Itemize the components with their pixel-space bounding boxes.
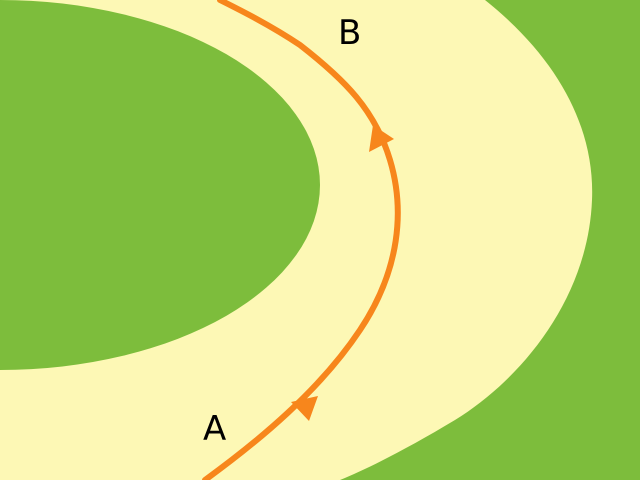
inner-island	[0, 0, 320, 370]
direction-arrow-upper	[369, 125, 394, 152]
route-line	[202, 0, 401, 480]
direction-arrow-lower	[291, 396, 318, 421]
label-a: A	[203, 409, 226, 449]
label-b: B	[338, 13, 361, 53]
